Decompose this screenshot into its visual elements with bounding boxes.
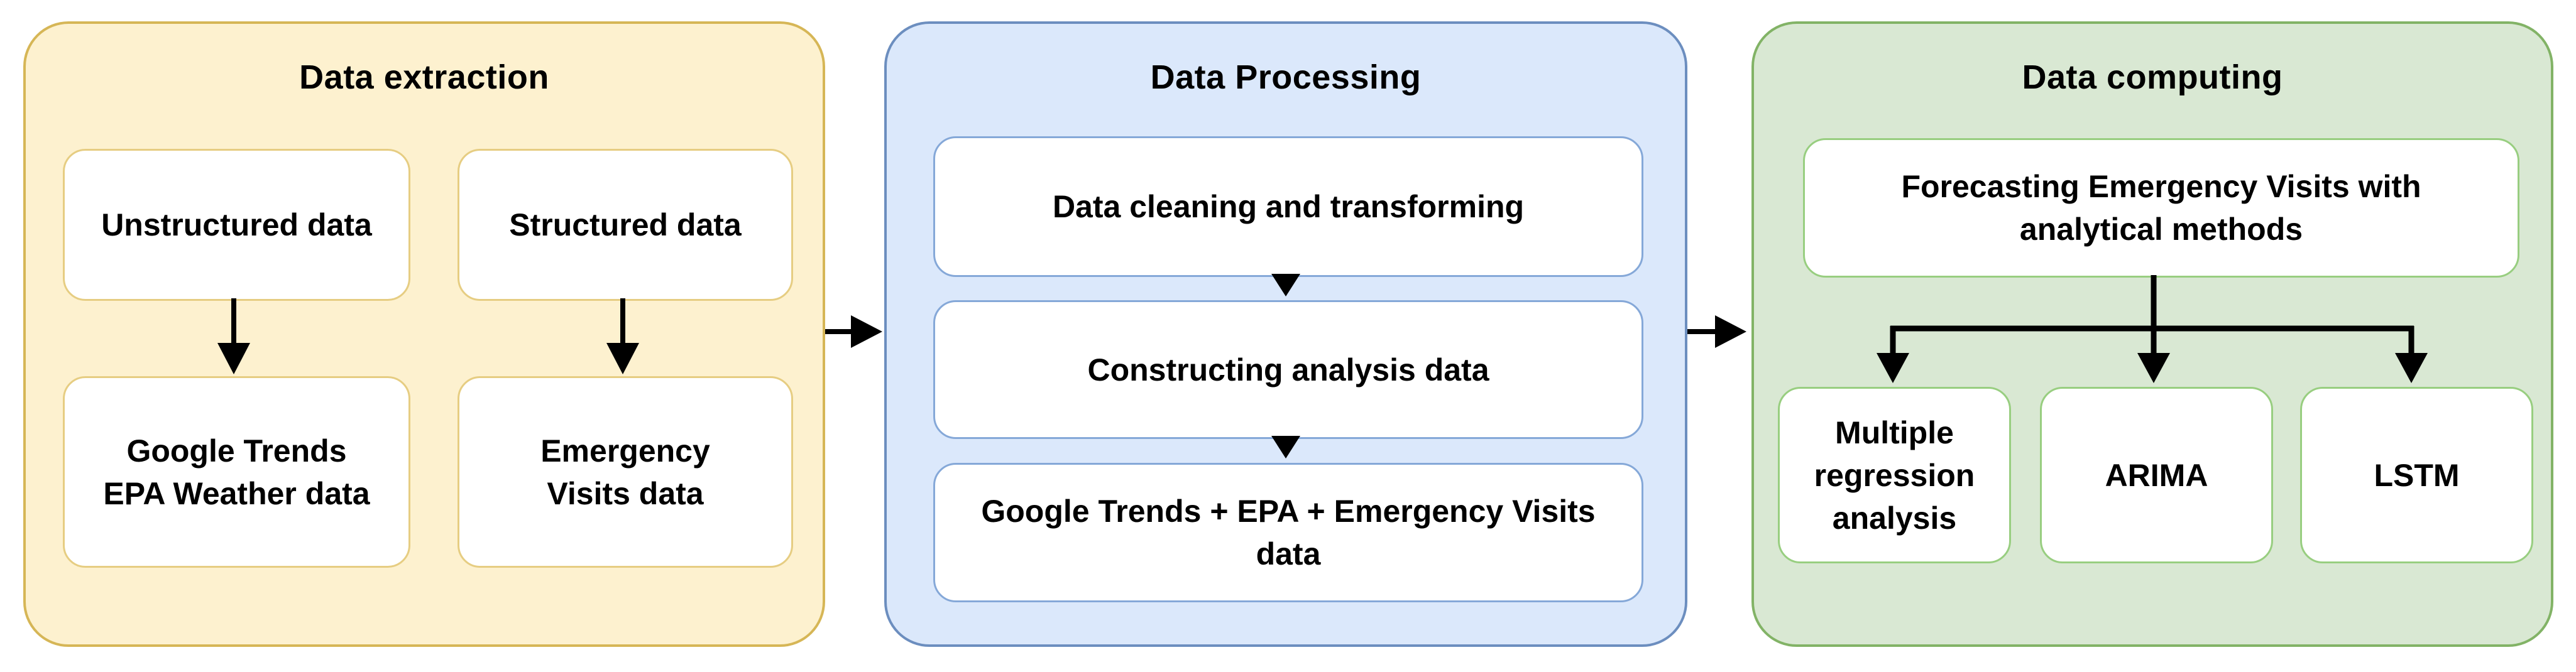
node-label: Structured data	[509, 207, 742, 242]
node-combined-data: Google Trends + EPA + Emergency Visits d…	[933, 463, 1643, 602]
arrow-extraction-to-processing	[825, 315, 882, 348]
node-label: LSTM	[2374, 457, 2460, 493]
node-label: Forecasting Emergency Visits with analyt…	[1901, 169, 2421, 247]
section-data-extraction: Data extraction Unstructured data Struct…	[23, 21, 825, 647]
node-lstm: LSTM	[2300, 387, 2533, 563]
node-forecasting-emergency-visits: Forecasting Emergency Visits with analyt…	[1803, 138, 2519, 278]
node-label: Unstructured data	[101, 207, 372, 242]
node-emergency-visits-data: Emergency Visits data	[458, 376, 793, 568]
node-structured-data: Structured data	[458, 149, 793, 301]
section-data-processing: Data Processing Data cleaning and transf…	[884, 21, 1687, 647]
node-unstructured-data: Unstructured data	[63, 149, 410, 301]
section-title-data-processing: Data Processing	[1150, 58, 1422, 96]
node-google-trends-epa-weather-data: Google Trends EPA Weather data	[63, 376, 410, 568]
section-title-data-extraction: Data extraction	[299, 58, 549, 96]
arrow-processing-to-computing	[1687, 315, 1746, 348]
node-label: Multiple regression analysis	[1814, 415, 1975, 536]
node-data-cleaning-and-transforming: Data cleaning and transforming	[933, 136, 1643, 277]
node-label: ARIMA	[2105, 457, 2208, 493]
node-label: Google Trends + EPA + Emergency Visits d…	[981, 494, 1596, 572]
node-arima: ARIMA	[2040, 387, 2273, 563]
node-multiple-regression-analysis: Multiple regression analysis	[1778, 387, 2011, 563]
node-label: Emergency Visits data	[540, 433, 710, 511]
section-title-data-computing: Data computing	[2022, 58, 2283, 96]
section-data-computing: Data computing Forecasting Emergency Vis…	[1751, 21, 2553, 647]
node-label: Constructing analysis data	[1087, 352, 1489, 387]
node-constructing-analysis-data: Constructing analysis data	[933, 300, 1643, 439]
node-label: Data cleaning and transforming	[1052, 189, 1525, 224]
node-label: Google Trends EPA Weather data	[103, 433, 370, 511]
